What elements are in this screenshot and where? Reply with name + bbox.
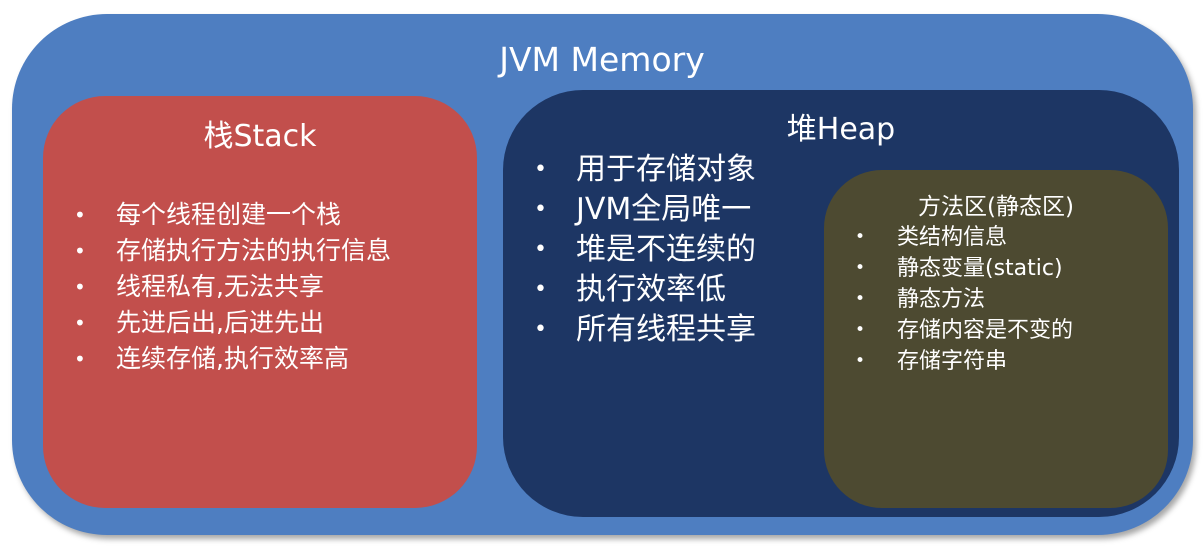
stack-item-text: 每个线程创建一个栈 (116, 200, 342, 229)
stack-item-text: 连续存储,执行效率高 (116, 344, 349, 373)
stack-item: • 线程私有,无法共享 (74, 269, 391, 305)
method-area-item-text: 类结构信息 (897, 225, 1008, 250)
method-area-box (824, 170, 1168, 508)
bullet-icon: • (855, 258, 866, 278)
bullet-icon: • (74, 347, 86, 371)
heap-item-text: 所有线程共享 (576, 312, 756, 347)
jvm-memory-title: JVM Memory (499, 40, 705, 79)
bullet-icon: • (855, 227, 866, 247)
heap-item: • 用于存储对象 (534, 150, 756, 190)
heap-item: • 堆是不连续的 (534, 230, 756, 270)
stack-box (43, 96, 477, 508)
stack-item: • 存储执行方法的执行信息 (74, 233, 391, 269)
stack-item: • 连续存储,执行效率高 (74, 341, 391, 377)
bullet-icon: • (855, 289, 866, 309)
heap-item: • 执行效率低 (534, 270, 756, 310)
bullet-icon: • (855, 320, 866, 340)
stack-title: 栈Stack (203, 119, 317, 154)
method-area-item: • 静态变量(static) (855, 253, 1073, 284)
bullet-icon: • (534, 197, 547, 222)
bullet-icon: • (74, 275, 86, 299)
stack-list: • 每个线程创建一个栈 • 存储执行方法的执行信息 • 线程私有,无法共享 • 先进后出… (74, 197, 391, 377)
heap-title: 堆Heap (786, 112, 896, 147)
method-area-item-text: 静态方法 (897, 287, 986, 312)
bullet-icon: • (534, 277, 547, 302)
heap-item-text: 堆是不连续的 (576, 232, 756, 267)
method-area-list: • 类结构信息 • 静态变量(static) • 静态方法 • 存储内容是不变的 • 存储… (855, 222, 1073, 377)
bullet-icon: • (74, 311, 86, 335)
stack-item-text: 存储执行方法的执行信息 (116, 236, 392, 265)
method-area-item: • 类结构信息 (855, 222, 1073, 253)
method-area-item-text: 存储字符串 (897, 349, 1008, 374)
method-area-item: • 存储内容是不变的 (855, 315, 1073, 346)
stack-item: • 先进后出,后进先出 (74, 305, 391, 341)
heap-item: • JVM全局唯一 (534, 190, 756, 230)
stack-item-text: 先进后出,后进先出 (116, 308, 324, 337)
bullet-icon: • (855, 351, 866, 371)
bullet-icon: • (74, 203, 86, 227)
bullet-icon: • (534, 317, 547, 342)
stack-item-text: 线程私有,无法共享 (116, 272, 324, 301)
bullet-icon: • (534, 157, 547, 182)
method-area-title: 方法区(静态区) (918, 194, 1074, 220)
heap-list: • 用于存储对象 • JVM全局唯一 • 堆是不连续的 • 执行效率低 • 所有线程共享 (534, 150, 756, 350)
method-area-item-text: 存储内容是不变的 (897, 318, 1074, 343)
stack-item: • 每个线程创建一个栈 (74, 197, 391, 233)
bullet-icon: • (534, 237, 547, 262)
heap-item-text: JVM全局唯一 (576, 192, 752, 227)
bullet-icon: • (74, 239, 86, 263)
heap-item: • 所有线程共享 (534, 310, 756, 350)
method-area-item: • 静态方法 (855, 284, 1073, 315)
heap-item-text: 执行效率低 (576, 272, 726, 307)
heap-item-text: 用于存储对象 (576, 152, 756, 187)
method-area-item: • 存储字符串 (855, 346, 1073, 377)
method-area-item-text: 静态变量(static) (897, 256, 1063, 281)
